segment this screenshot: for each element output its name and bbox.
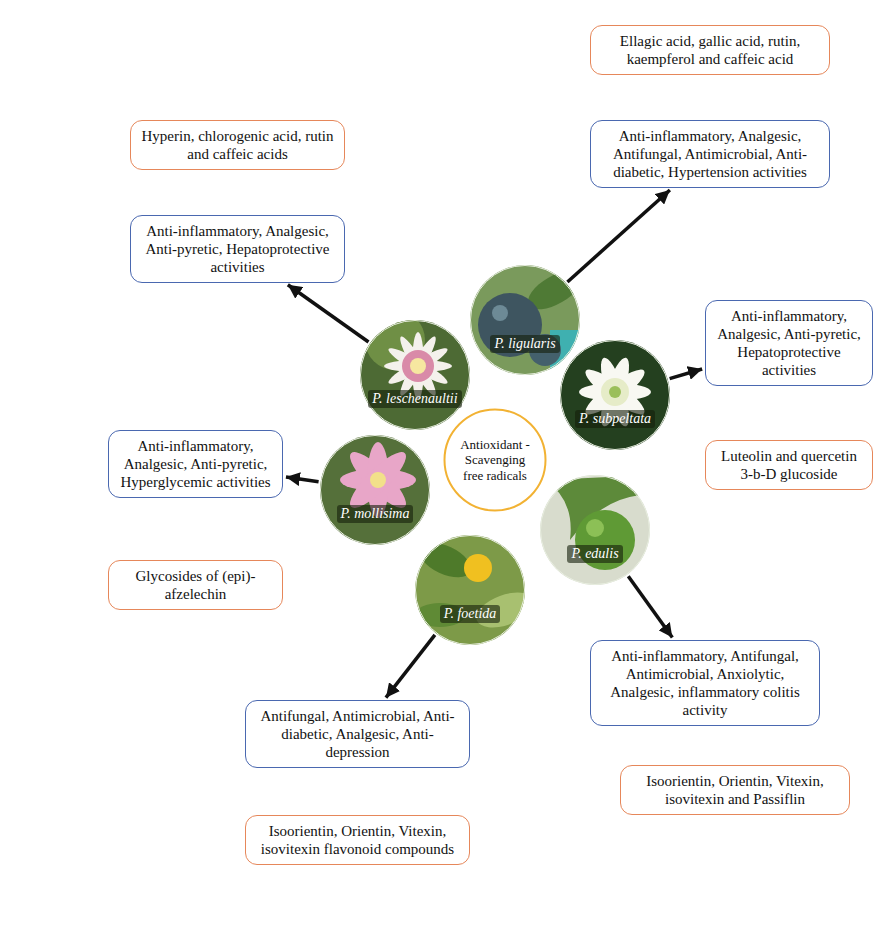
arrow-connector — [670, 369, 703, 379]
compound-box: Isoorientin, Orientin, Vitexin, isovitex… — [620, 765, 850, 815]
subpeltata-photo — [560, 340, 670, 450]
compound-box: Isoorientin, Orientin, Vitexin, isovitex… — [245, 815, 470, 865]
circle-outline — [540, 475, 650, 585]
arrow-connector — [386, 635, 435, 698]
node-text: Ellagic acid, gallic acid, rutin, kaempf… — [600, 32, 820, 68]
activity-box: Anti-inflammatory, Analgesic, Antifungal… — [590, 120, 830, 188]
plant-circle: P. edulis — [540, 475, 650, 585]
node-text: P. subpeltata — [575, 410, 655, 428]
activity-box: Anti-inflammatory, Analgesic, Anti-pyret… — [108, 430, 283, 498]
activity-box: Anti-inflammatory, Analgesic, Anti-pyret… — [705, 300, 873, 386]
node-text: Luteolin and quercetin 3-b-D glucoside — [715, 447, 863, 483]
circle-outline — [445, 410, 546, 511]
plant-circle: P. subpeltata — [560, 340, 670, 450]
leschenaultii-photo — [360, 310, 470, 430]
compound-box: Luteolin and quercetin 3-b-D glucoside — [705, 440, 873, 490]
foetida-photo — [414, 535, 539, 645]
plant-circle: P. foetida — [415, 535, 525, 645]
compound-box: Ellagic acid, gallic acid, rutin, kaempf… — [590, 25, 830, 75]
activity-box: Anti-inflammatory, Antifungal, Antimicro… — [590, 640, 820, 726]
circle-outline — [561, 341, 670, 450]
plant-circle: P. leschenaultii — [360, 320, 470, 430]
node-text: Isoorientin, Orientin, Vitexin, isovitex… — [630, 772, 840, 808]
node-text: P. foetida — [440, 605, 501, 623]
node-text: Anti-inflammatory, Analgesic, Anti-pyret… — [140, 222, 335, 276]
center-circle: Antioxidant - Scavenging free radicals — [443, 408, 547, 512]
circle-outline — [416, 536, 525, 645]
node-text: Antifungal, Antimicrobial, Anti-diabetic… — [255, 707, 460, 761]
node-text: P. leschenaultii — [368, 390, 461, 408]
node-text: Isoorientin, Orientin, Vitexin, isovitex… — [255, 822, 460, 858]
circle-outline — [541, 476, 650, 585]
plant-circle: P. ligularis — [470, 265, 580, 375]
node-text: P. ligularis — [490, 335, 559, 353]
activity-box: Anti-inflammatory, Analgesic, Anti-pyret… — [130, 215, 345, 283]
node-text: Antioxidant - Scavenging free radicals — [453, 437, 537, 484]
circle-outline — [560, 340, 670, 450]
node-text: Anti-inflammatory, Analgesic, Anti-pyret… — [715, 307, 863, 379]
node-text: P. mollisima — [337, 505, 414, 523]
node-text: P. edulis — [567, 545, 622, 563]
edulis-photo — [540, 475, 650, 585]
plant-circle: P. mollisima — [320, 435, 430, 545]
circle-outline — [361, 321, 470, 430]
circle-outline — [471, 266, 580, 375]
node-text: Anti-inflammatory, Antifungal, Antimicro… — [600, 647, 810, 719]
circle-outline — [470, 265, 580, 375]
circle-outline — [321, 436, 430, 545]
arrow-connector — [628, 576, 672, 637]
node-text: Hyperin, chlorogenic acid, rutin and caf… — [140, 127, 335, 163]
compound-box: Hyperin, chlorogenic acid, rutin and caf… — [130, 120, 345, 170]
arrow-connector — [288, 285, 369, 342]
circle-outline — [360, 320, 470, 430]
circle-outline — [415, 535, 525, 645]
activity-box: Antifungal, Antimicrobial, Anti-diabetic… — [245, 700, 470, 768]
circle-outline — [320, 435, 430, 545]
compound-box: Glycosides of (epi)-afzelechin — [108, 560, 283, 610]
arrow-connector — [567, 190, 669, 282]
node-text: Glycosides of (epi)-afzelechin — [118, 567, 273, 603]
node-text: Anti-inflammatory, Analgesic, Anti-pyret… — [118, 437, 273, 491]
node-text: Anti-inflammatory, Analgesic, Antifungal… — [600, 127, 820, 181]
arrow-connector — [286, 477, 319, 482]
mollisima-photo — [320, 435, 430, 545]
